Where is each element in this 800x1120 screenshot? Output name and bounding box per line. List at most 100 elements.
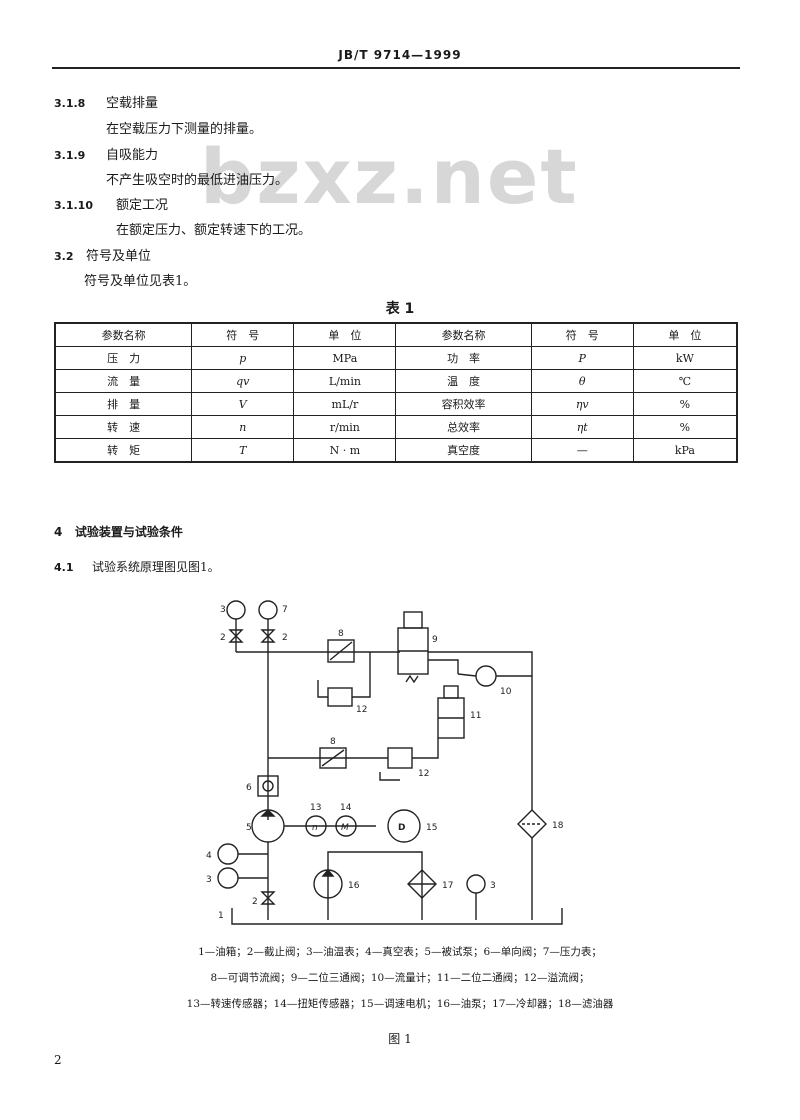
label-1: 1	[218, 911, 224, 921]
legend-line-2: 8—可调节流阀；9—二位三通阀；10—流量计；11—二位二通阀；12—溢流阀；	[210, 972, 590, 984]
table-row: 转 速 n r/min 总效率 ηt %	[54, 415, 738, 439]
hydraulic-test-schematic: 3 7 2 2 8 12 9 10 11 8 12 6 5 n 13 M 14 …	[206, 600, 564, 925]
watermark: bzxz.net	[200, 132, 579, 221]
legend-line-1: 1—油箱；2—截止阀；3—油温表；4—真空表；5—被试泵；6—单向阀；7—压力表…	[198, 946, 602, 958]
label-6: 6	[246, 783, 252, 793]
header-cell: 参数名称	[54, 322, 193, 347]
throttle-arrow	[329, 641, 353, 661]
header-cell: 单 位	[632, 322, 738, 347]
throttle-arrow	[321, 749, 345, 767]
relief-valve-icon	[327, 687, 353, 707]
oil-temp-gauge-icon	[466, 874, 486, 894]
speed-symbol: n	[312, 823, 318, 833]
label-2: 2	[252, 897, 258, 907]
table-cell: ηt	[530, 415, 634, 439]
throttle-valve-icon	[327, 639, 355, 663]
throttle-valve-icon	[319, 747, 347, 769]
label-3: 3	[220, 605, 226, 615]
item-title: 空载排量	[106, 96, 159, 111]
header-cell: 符 号	[191, 322, 295, 347]
label-13: 13	[310, 803, 321, 813]
header-cell: 符 号	[530, 322, 634, 347]
check-ball	[262, 780, 274, 792]
table-cell: 温 度	[395, 369, 532, 393]
figure-caption: 图 1	[388, 1032, 412, 1046]
table-cell: N · m	[293, 438, 397, 463]
pump-arrow	[321, 868, 335, 877]
label-12: 12	[418, 769, 429, 779]
item-number: 3.1.8	[54, 97, 86, 110]
header-rule	[52, 67, 740, 69]
table-cell: n	[191, 415, 295, 439]
table-cell: 压 力	[54, 346, 193, 370]
table-cell: θ	[530, 369, 634, 393]
item-3-1-10-desc: 在额定压力、额定转速下的工况。	[116, 223, 312, 238]
table-cell: P	[530, 346, 634, 370]
relief-line	[352, 652, 371, 698]
label-18: 18	[552, 821, 564, 831]
label-16: 16	[348, 881, 360, 891]
section-desc: 试验系统原理图见图1。	[92, 560, 220, 574]
label-10: 10	[500, 687, 512, 697]
item-title: 额定工况	[116, 198, 169, 213]
label-3: 3	[490, 881, 496, 891]
label-15: 15	[426, 823, 437, 833]
label-8: 8	[338, 629, 344, 639]
relief-line	[317, 680, 328, 698]
table-row: 排 量 V mL/r 容积效率 ηv %	[54, 392, 738, 416]
table-caption: 表 1	[385, 301, 415, 317]
torque-symbol: M	[341, 823, 349, 833]
table-cell: 容积效率	[395, 392, 532, 416]
table-cell: %	[632, 392, 738, 416]
check-valve-icon	[257, 775, 279, 797]
table-cell: MPa	[293, 346, 397, 370]
page-number: 2	[54, 1053, 62, 1067]
table-cell: 转 矩	[54, 438, 193, 463]
table-cell: L/min	[293, 369, 397, 393]
solenoid-icon	[443, 685, 459, 699]
label-14: 14	[340, 803, 352, 813]
item-number: 3.2	[54, 250, 74, 263]
sec-3-2-desc: 符号及单位见表1。	[84, 274, 197, 289]
table-cell: T	[191, 438, 295, 463]
relief-line	[412, 738, 439, 759]
item-3-1-10-title: 3.1.10 额定工况	[54, 194, 168, 213]
stop-valve-icon	[260, 629, 276, 643]
torque-sensor-icon	[335, 815, 357, 837]
header-cell: 参数名称	[395, 322, 532, 347]
section-number: 4	[54, 525, 63, 539]
flow-line	[457, 673, 477, 677]
label-7: 7	[282, 605, 288, 615]
table-cell: 功 率	[395, 346, 532, 370]
table-cell: 总效率	[395, 415, 532, 439]
table-row: 压 力 p MPa 功 率 P kW	[54, 346, 738, 370]
pressure-gauge-icon	[258, 600, 278, 620]
table-cell: r/min	[293, 415, 397, 439]
table-cell: —	[530, 438, 634, 463]
legend-line-3: 13—转速传感器；14—扭矩传感器；15—调速电机；16—油泵；17—冷却器；1…	[186, 998, 614, 1010]
table-cell: p	[191, 346, 295, 370]
label-2: 2	[282, 633, 288, 643]
section-title: 试验装置与试验条件	[74, 525, 183, 539]
label-12: 12	[356, 705, 367, 715]
speed-sensor-icon	[305, 815, 327, 837]
table-cell: 排 量	[54, 392, 193, 416]
solenoid-icon	[403, 611, 423, 629]
cooler-icon	[407, 869, 437, 899]
table-cell: qv	[191, 369, 295, 393]
table-cell: 转 速	[54, 415, 193, 439]
vacuum-gauge-icon	[217, 843, 239, 865]
section-4-heading: 4 试验装置与试验条件	[54, 523, 183, 540]
table-cell: %	[632, 415, 738, 439]
item-number: 3.1.10	[54, 199, 93, 212]
section-4-1: 4.1 试验系统原理图见图1。	[54, 558, 220, 575]
section-number: 4.1	[54, 561, 74, 574]
label-2: 2	[220, 633, 226, 643]
label-8: 8	[330, 737, 336, 747]
page-header: JB/T 9714—1999	[338, 48, 462, 62]
pump-arrow	[260, 809, 276, 817]
item-3-1-8-title: 3.1.8 空载排量	[54, 92, 158, 111]
label-4: 4	[206, 851, 212, 861]
flowmeter-icon	[475, 665, 497, 687]
